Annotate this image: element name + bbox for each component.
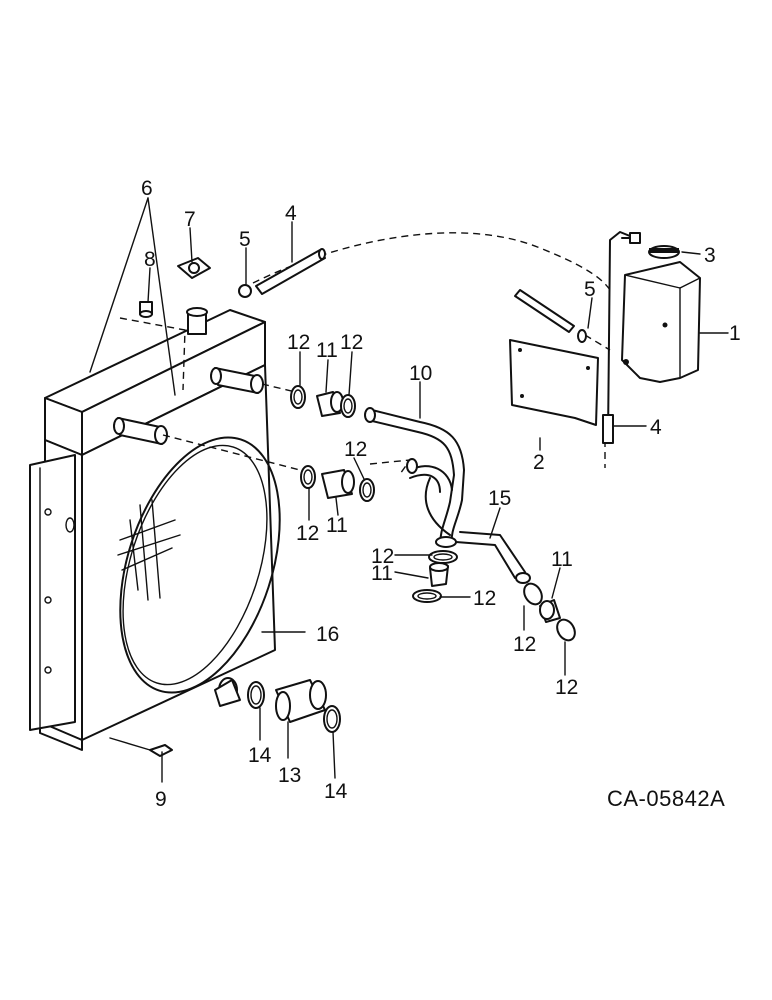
callout-11: 11 <box>371 562 393 585</box>
hose-clamp <box>340 394 356 418</box>
drawing-code: CA-05842A <box>607 786 725 811</box>
callout-15: 15 <box>488 487 511 510</box>
hose-connector <box>316 391 344 417</box>
radiator-bottom-outlet <box>214 677 241 707</box>
hose-clamp <box>428 550 458 564</box>
callout-12: 12 <box>296 522 319 545</box>
callout-5: 5 <box>239 228 251 251</box>
callout-6: 6 <box>141 177 153 200</box>
expansion-tank-cap <box>648 245 680 259</box>
drain-plug-top <box>139 301 153 318</box>
callout-5: 5 <box>584 278 596 301</box>
callout-16: 16 <box>316 623 339 646</box>
radiator-core <box>29 307 281 757</box>
coolant-expansion-tank <box>621 261 701 383</box>
hose-clip-left <box>238 284 252 298</box>
callout-labels: 6 7 8 5 4 3 5 1 4 2 10 12 11 12 12 12 11… <box>141 177 741 811</box>
callout-2: 2 <box>533 451 545 474</box>
leader-lines <box>89 197 729 783</box>
callout-11: 11 <box>326 514 348 537</box>
callout-12: 12 <box>340 331 363 354</box>
callout-12: 12 <box>555 676 578 699</box>
upper-radiator-hose <box>364 407 465 546</box>
bypass-tube <box>455 531 531 584</box>
hose-clamp <box>412 589 442 603</box>
callout-12: 12 <box>513 633 536 656</box>
radiator-lower-outlet <box>113 417 168 445</box>
lower-clamp <box>323 705 341 733</box>
hose-connector <box>429 562 449 587</box>
callout-12: 12 <box>371 545 394 568</box>
callout-9: 9 <box>155 788 167 811</box>
callout-10: 10 <box>409 362 432 385</box>
hose-clamp <box>523 582 543 606</box>
callout-12: 12 <box>287 331 310 354</box>
hose-clamp <box>556 618 576 642</box>
vent-hose <box>255 248 326 295</box>
overflow-hose <box>602 231 641 444</box>
callout-14: 14 <box>248 744 272 767</box>
callout-8: 8 <box>144 248 156 271</box>
callout-11: 11 <box>551 548 573 571</box>
vent-hose-right <box>514 289 575 333</box>
tank-mounting-bracket <box>509 339 599 426</box>
radiator-upper-outlet <box>210 367 264 394</box>
hose-clamp <box>300 465 316 489</box>
lower-radiator-hose <box>406 458 457 548</box>
hose-clamp <box>290 385 306 409</box>
hose-clamp <box>359 478 375 502</box>
hose-connector <box>539 599 561 623</box>
callout-4: 4 <box>285 202 297 225</box>
callout-4: 4 <box>650 416 662 439</box>
callout-14: 14 <box>324 780 348 803</box>
lower-clamp <box>247 681 265 709</box>
hose-connector <box>321 469 355 499</box>
callout-12: 12 <box>473 587 496 610</box>
callout-3: 3 <box>704 244 716 267</box>
hose-clip-right <box>577 329 587 343</box>
callout-7: 7 <box>184 208 196 231</box>
callout-13: 13 <box>278 764 301 787</box>
lower-hose-sleeve <box>275 679 327 723</box>
callout-1: 1 <box>729 322 741 345</box>
callout-12: 12 <box>344 438 367 461</box>
callout-11: 11 <box>316 339 338 362</box>
radiator-cap <box>177 257 211 279</box>
